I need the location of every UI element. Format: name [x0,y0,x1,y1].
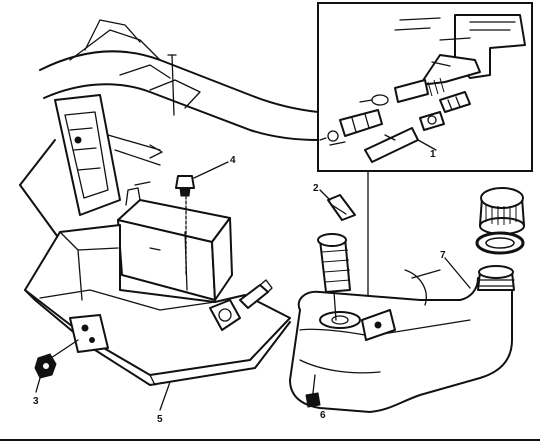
frame-structure [19,19,319,241]
callout-1: 1 [430,149,436,160]
callout-2-clip [319,189,356,221]
reservoir-tank [289,265,515,413]
callout-3: 3 [33,396,39,407]
carrier-tray [24,224,291,386]
reservoir-cap [479,187,525,235]
callout-7: 7 [440,250,446,261]
vent-tube [404,269,427,306]
seal-ring [475,231,525,255]
callout-6-bolt [305,392,321,408]
callout-2: 2 [313,183,319,194]
callout-4-bolt [175,161,229,276]
callout-5-leader [159,381,171,411]
callout-5: 5 [157,414,163,425]
callout-6: 6 [320,410,326,421]
callout-3-nut [34,339,79,393]
filter-strainer [317,233,351,321]
detail-inset [317,2,533,172]
battery-box [117,187,233,301]
callout-7-leader [444,257,471,289]
callout-4: 4 [230,155,236,166]
